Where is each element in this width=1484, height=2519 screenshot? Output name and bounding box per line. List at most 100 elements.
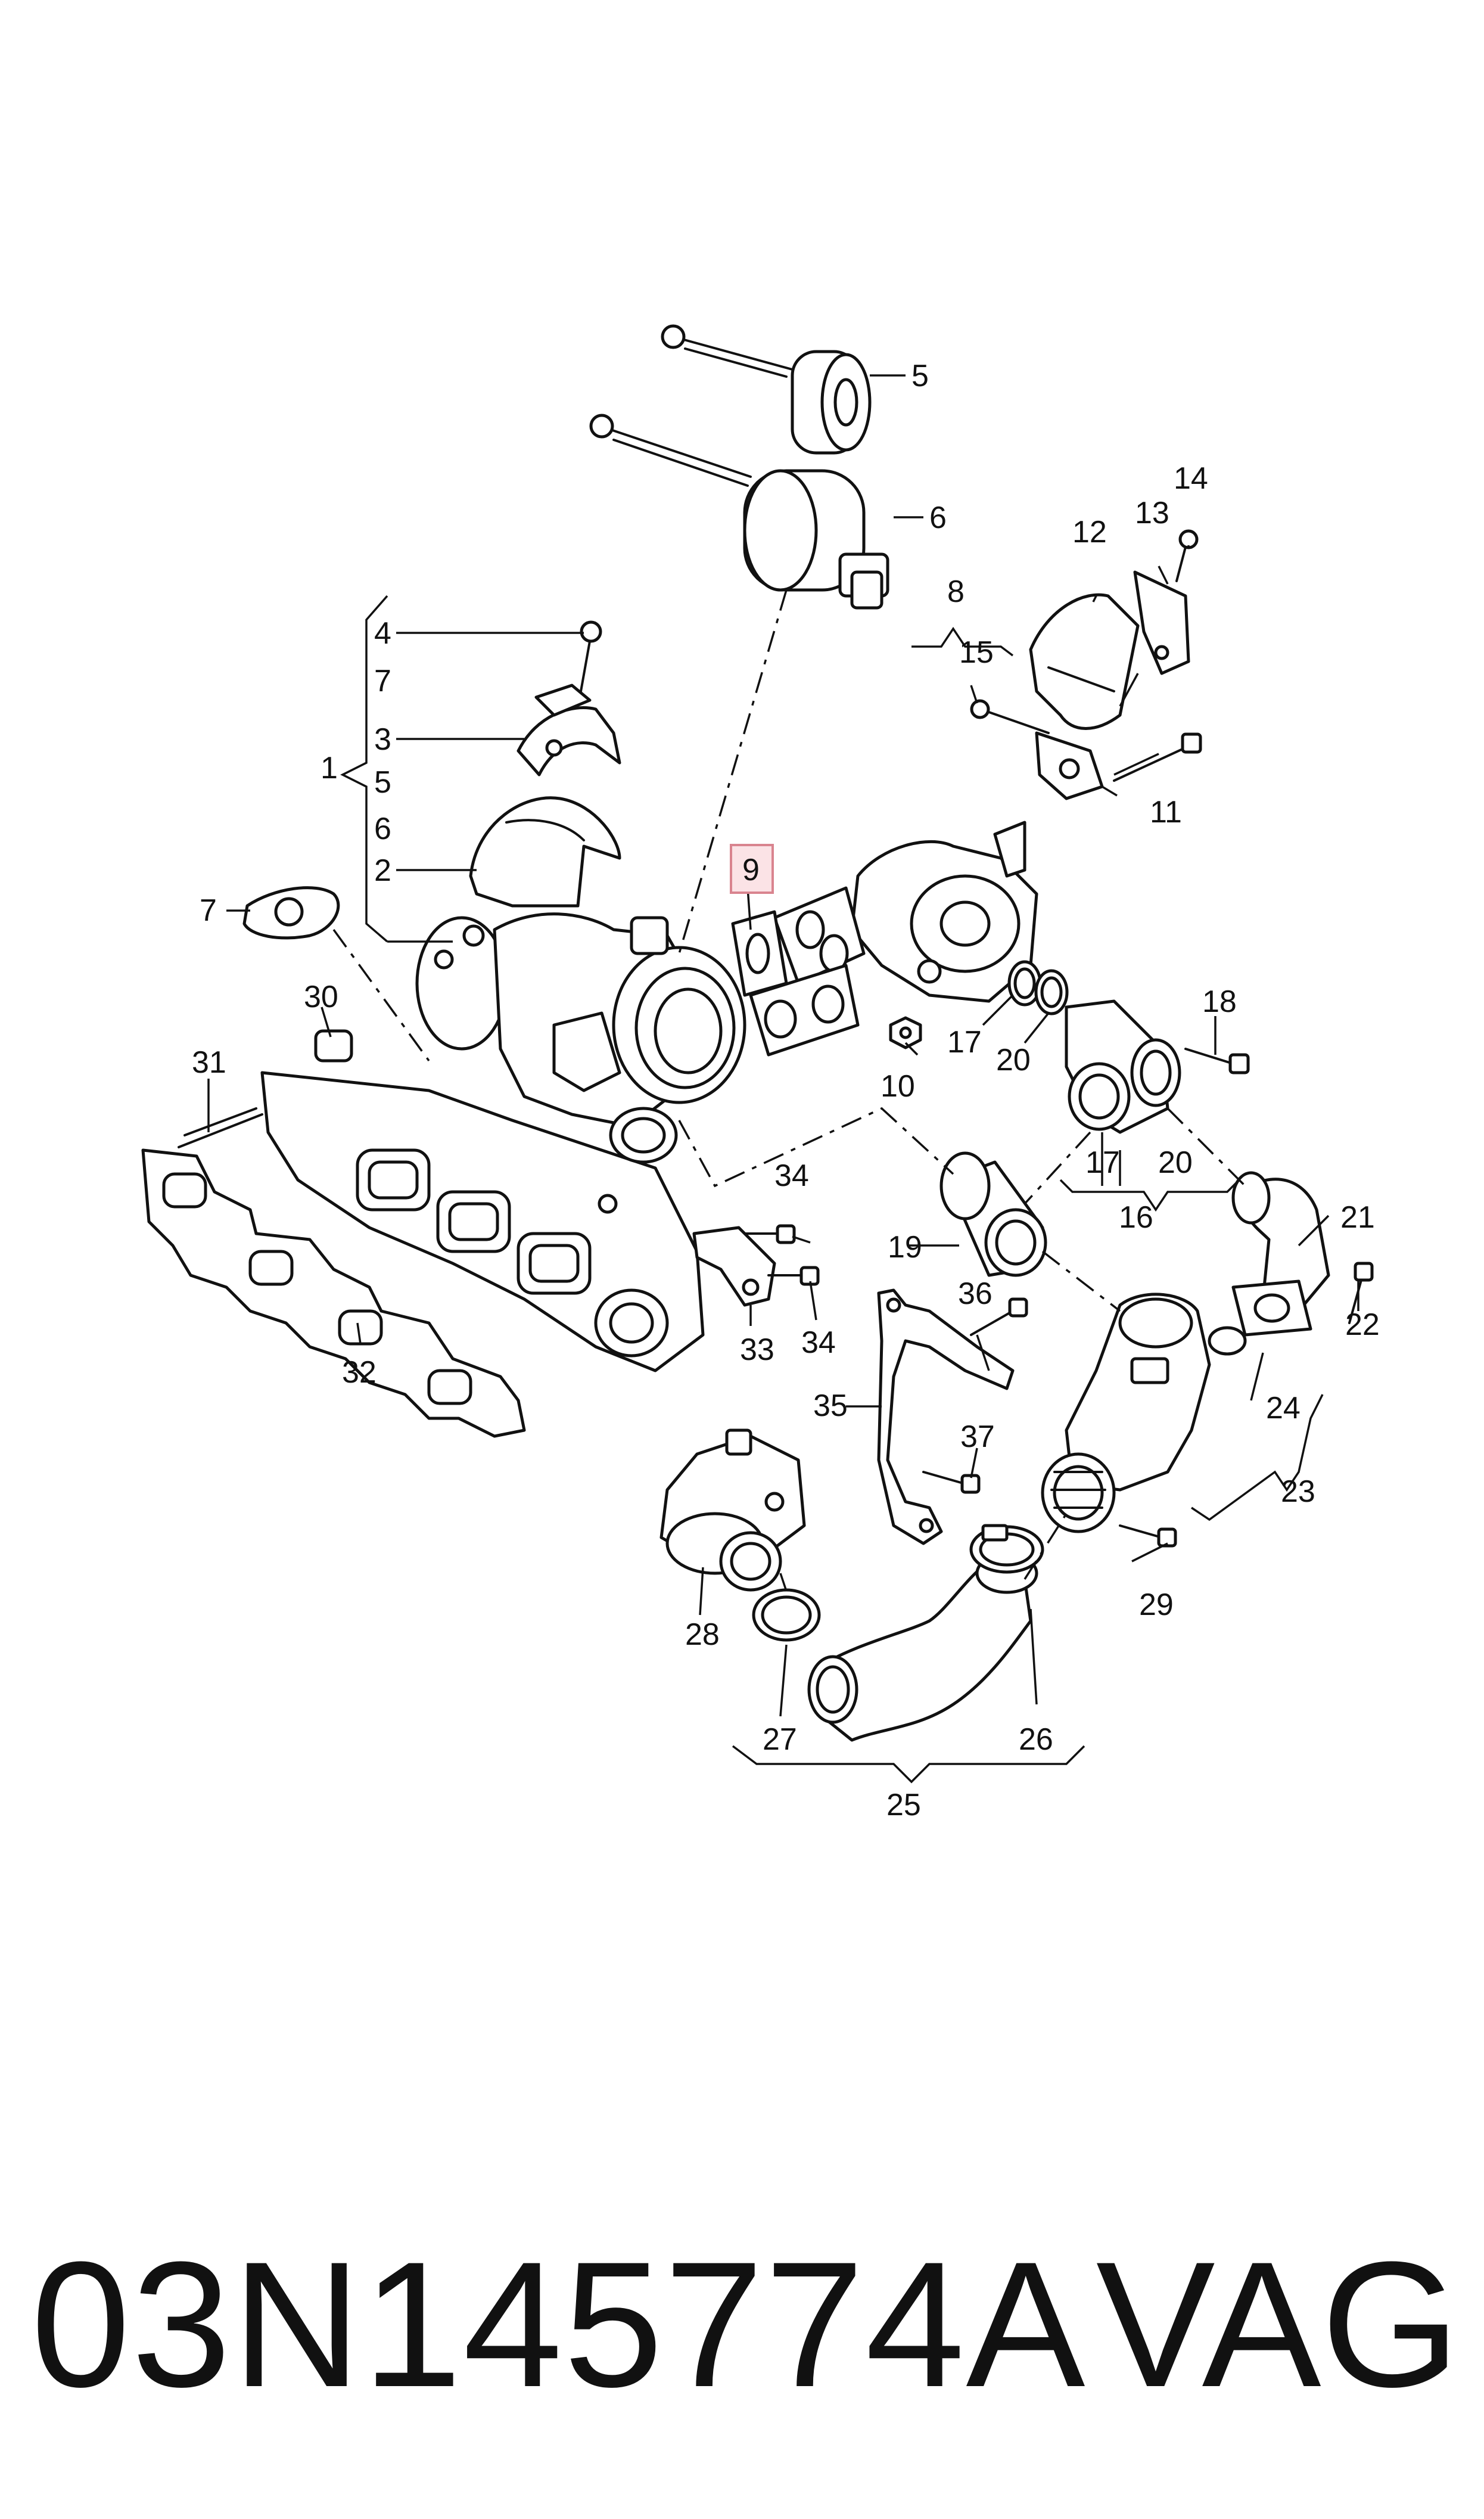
callout-19: 19 [888,1230,922,1265]
bracket-35 [877,1288,1015,1545]
callout-21: 21 [1340,1200,1375,1235]
group-bracket-25 [732,1745,1085,1784]
callout-25: 25 [886,1788,921,1822]
callout-3: 3 [374,722,391,757]
bolt-11 [1113,732,1202,782]
relation-line-valve [1041,1250,1121,1312]
callout-22: 22 [1345,1307,1380,1342]
nut-10 [889,1016,922,1049]
hose-clamp-26 [969,1524,1044,1574]
callout-23: 23 [1281,1474,1315,1509]
bracket-3 [517,706,621,776]
relation-line-16-19 [1023,1131,1091,1205]
part-number: 03N145774A [31,2224,1087,2424]
turbocharger-1 [415,912,746,1128]
bolt-34-upper [743,1224,796,1244]
actuator-lever [1035,731,1104,800]
callout-35: 35 [813,1389,848,1423]
callout-31: 31 [192,1045,226,1080]
callout-20-upper: 20 [996,1043,1031,1077]
stud-31 [178,1107,263,1148]
exhaust-manifold [260,1071,705,1372]
callout-30: 30 [304,980,338,1014]
callout-2: 2 [374,853,391,888]
callout-11: 11 [1150,795,1182,830]
bolt-34-lower [767,1266,820,1286]
callout-5: 5 [911,359,929,393]
sleeve-30 [314,1029,353,1063]
heat-shield-2 [469,796,621,908]
bolt-36 [970,1297,1028,1336]
callout-6: 6 [929,501,947,535]
hose-clamp-27 [752,1588,821,1642]
valve-housing-23 [1041,1293,1211,1533]
callout-26: 26 [1019,1722,1053,1757]
callout-7-left: 7 [200,893,217,928]
callout-34-lower: 34 [801,1325,836,1360]
relation-line-26 [1023,1513,1068,1580]
callout-12: 12 [1072,515,1107,549]
callout-33: 33 [740,1333,774,1367]
bolt-4 [580,620,602,692]
clip-7-upper [534,684,592,717]
callout-17-lower: 17 [1085,1145,1120,1180]
pipe-19 [939,1151,1047,1277]
brand-label: VAG [1096,2224,1460,2424]
relation-line-outlet [678,1107,954,1188]
callout-18: 18 [1202,984,1237,1019]
callout-24: 24 [1266,1391,1301,1425]
callout-9-highlight [730,844,774,894]
outlet-clamp [609,1107,678,1164]
turbocharger-8 [773,821,1038,1003]
callout-4: 4 [374,616,391,651]
callout-16: 16 [1119,1200,1153,1235]
callout-labels: 4 7 3 1 5 6 2 7 5 6 8 12 13 14 15 11 9 1… [192,359,1380,1822]
callout-7-top: 7 [374,664,391,698]
wastegate-actuator-5 [661,324,872,455]
callout-14: 14 [1174,461,1208,496]
stud-15 [970,699,1050,734]
relation-line-16-21 [1166,1107,1246,1187]
heat-shield-12 [1029,593,1140,730]
o-ring-20-upper [1034,969,1069,1015]
callout-6-left: 6 [374,812,391,846]
relation-line-28 [779,1573,788,1592]
callout-1: 1 [321,751,338,785]
bolt-37 [922,1471,981,1494]
gasket-7 [242,886,340,940]
pipe-21 [1231,1171,1330,1337]
bracket-13 [1133,570,1190,675]
valve-28 [659,1428,806,1592]
callout-10: 10 [881,1069,915,1104]
gasket-9 [731,910,860,1057]
relation-line-7 [332,928,430,1062]
exploded-parts-diagram: 4 7 3 1 5 6 2 7 5 6 8 12 13 14 15 11 9 1… [141,324,1380,1822]
group-bracket-23 [1191,1394,1324,1521]
callout-27: 27 [763,1722,797,1757]
group-bracket-1 [340,595,388,943]
group-bracket-16 [1059,1179,1240,1212]
callout-37: 37 [960,1420,995,1454]
callout-34-upper: 34 [774,1158,809,1193]
o-ring-17-upper [1007,960,1042,1007]
callout-29: 29 [1139,1588,1174,1622]
callout-32: 32 [342,1355,377,1390]
relation-line-6 [678,589,788,954]
wastegate-actuator-6 [589,414,889,610]
callout-20-lower: 20 [1158,1145,1193,1180]
bolt-29 [1119,1524,1177,1548]
callout-28: 28 [685,1617,720,1652]
footer: 03N145774A VAG [0,2217,1484,2431]
gasket-24 [1208,1326,1247,1356]
hose-25 [807,1552,1038,1742]
group-bracket-8 [911,626,1014,657]
leader-lines [207,374,1359,1717]
gasket-32 [141,1148,526,1438]
callout-13: 13 [1135,496,1169,530]
callout-8: 8 [947,574,965,609]
callout-9: 9 [742,853,760,887]
callout-5-left: 5 [374,765,391,800]
callout-17-upper: 17 [947,1025,982,1060]
bolt-14 [1175,529,1199,582]
callout-36: 36 [958,1276,993,1311]
